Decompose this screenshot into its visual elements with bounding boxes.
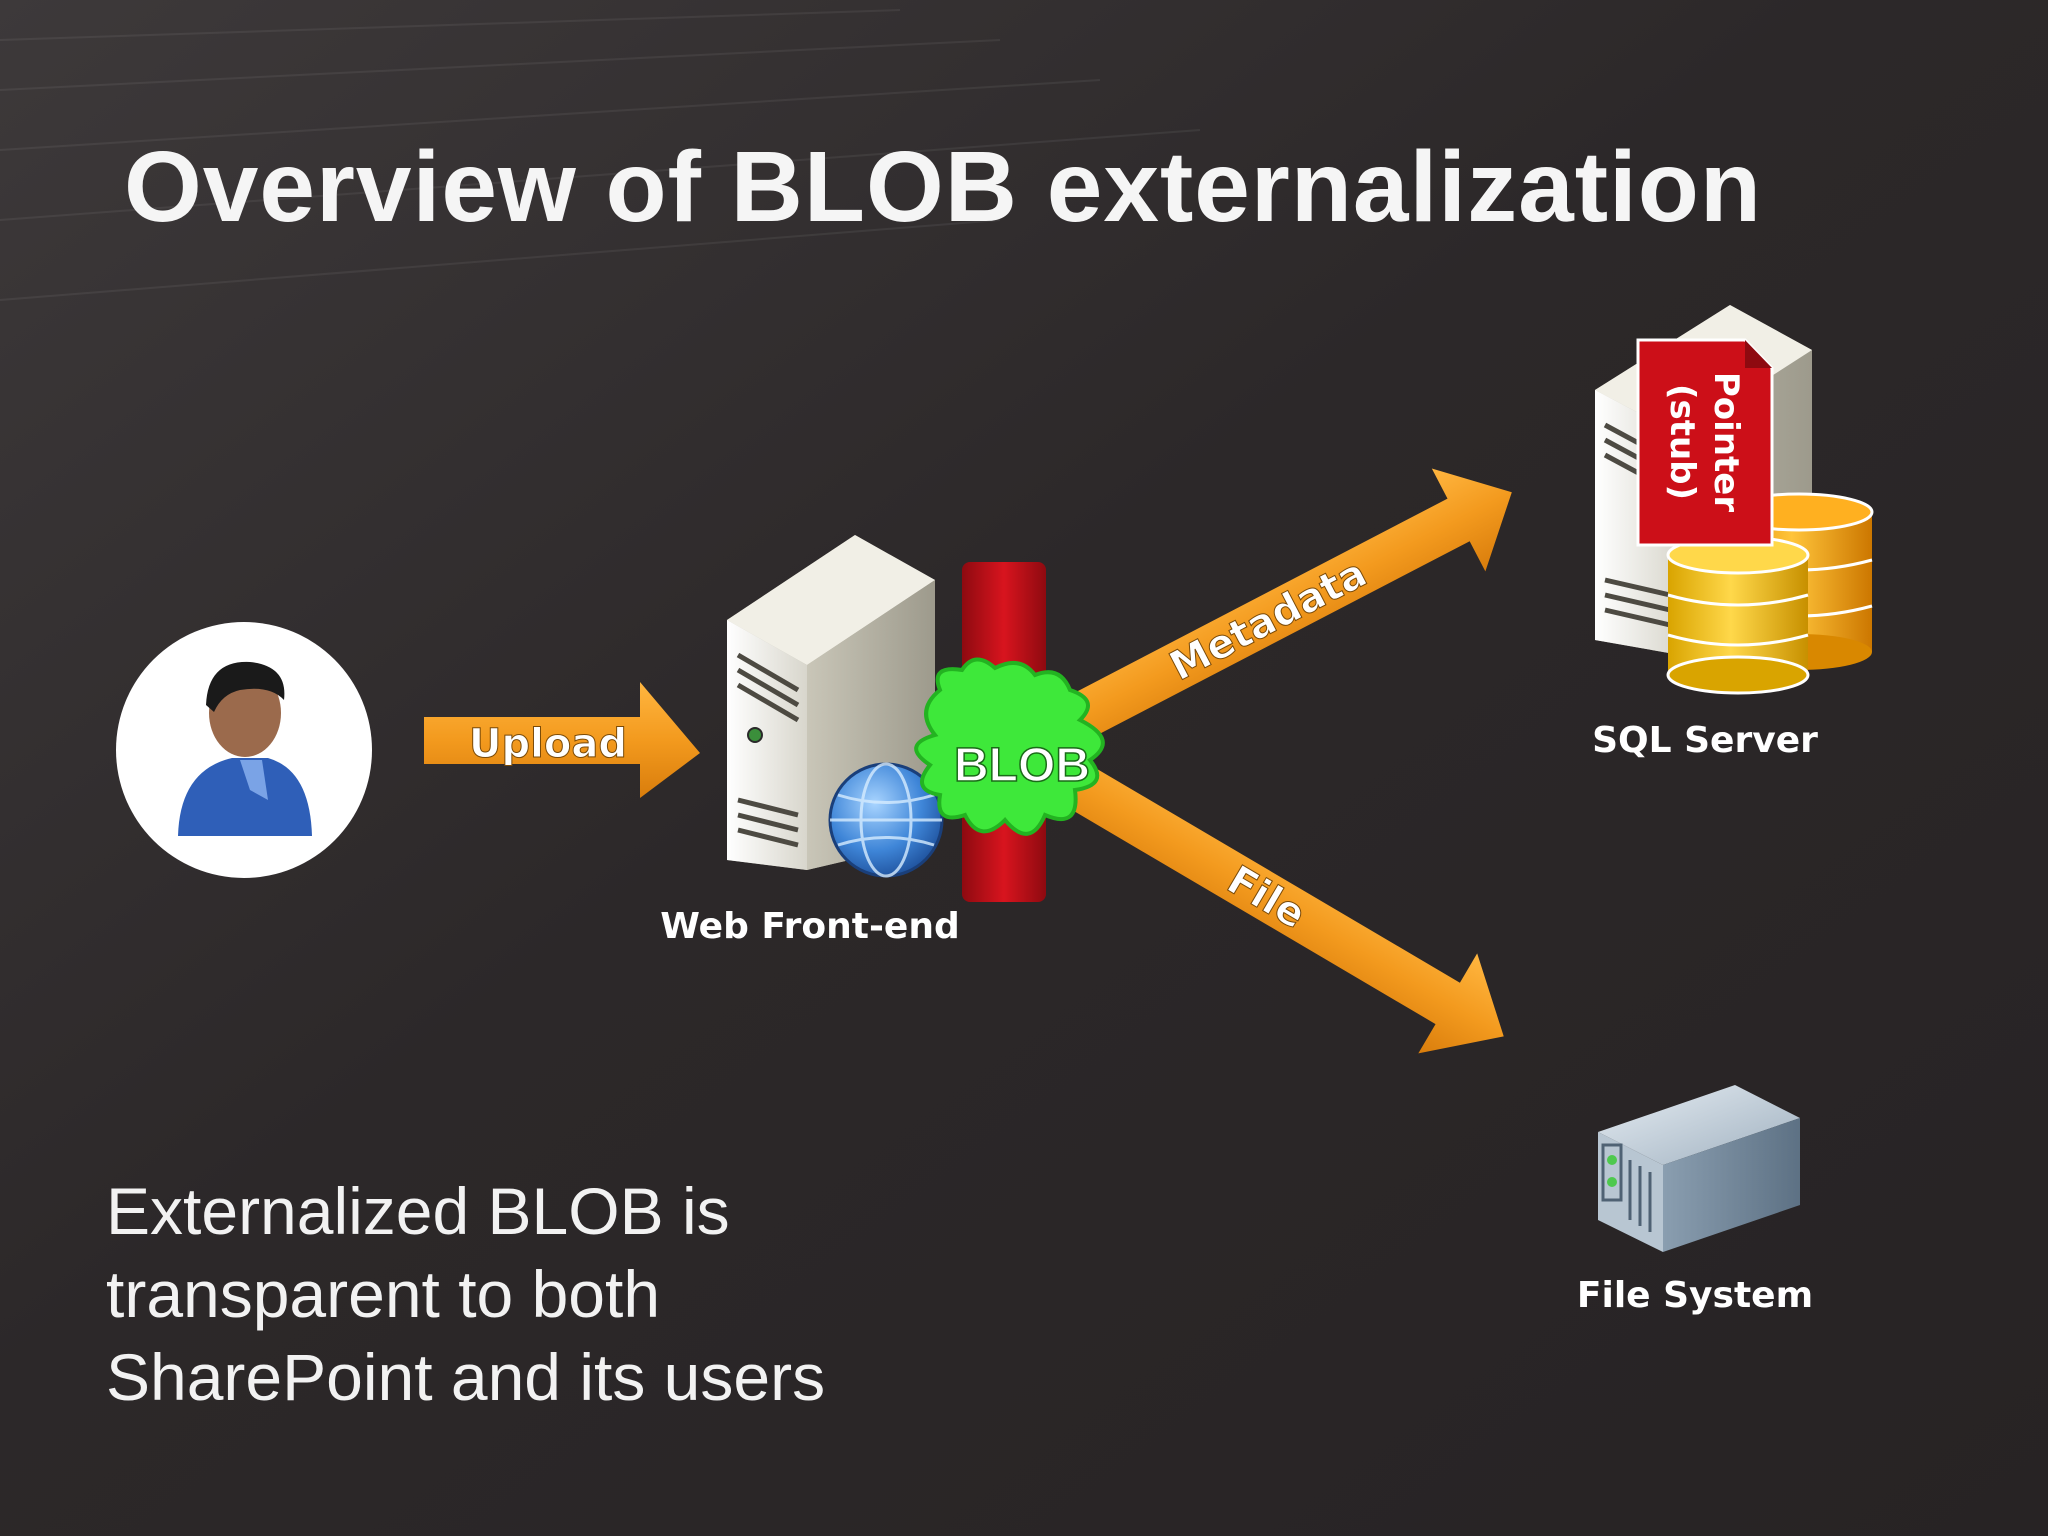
- globe-icon: [828, 762, 944, 878]
- body-line: Externalized BLOB is: [106, 1174, 730, 1248]
- background-streaks: [0, 9, 1201, 301]
- file-system-label: File System: [1577, 1275, 1813, 1316]
- body-line: SharePoint and its users: [106, 1340, 826, 1414]
- blob-label: BLOB: [954, 739, 1090, 792]
- sql-server-label: SQL Server: [1592, 720, 1818, 761]
- pointer-stub-document-icon: Pointer (stub): [1636, 338, 1774, 547]
- body-line: transparent to both: [106, 1257, 661, 1331]
- slide-title: Overview of BLOB externalization: [124, 131, 1762, 243]
- user-icon: [116, 622, 372, 878]
- blob-splat: BLOB: [914, 657, 1105, 836]
- pointer-stub-line2: (stub): [1662, 384, 1702, 500]
- upload-arrow-label: Upload: [469, 721, 627, 767]
- web-front-end-label: Web Front-end: [660, 906, 960, 947]
- file-system-storage-icon: [1598, 1085, 1800, 1252]
- slide-body-text: Externalized BLOB is transparent to both…: [106, 1170, 1006, 1419]
- upload-arrow: Upload: [424, 682, 700, 798]
- database-cylinder-gold-icon: [1666, 535, 1810, 695]
- pointer-stub-line1: Pointer: [1706, 372, 1746, 512]
